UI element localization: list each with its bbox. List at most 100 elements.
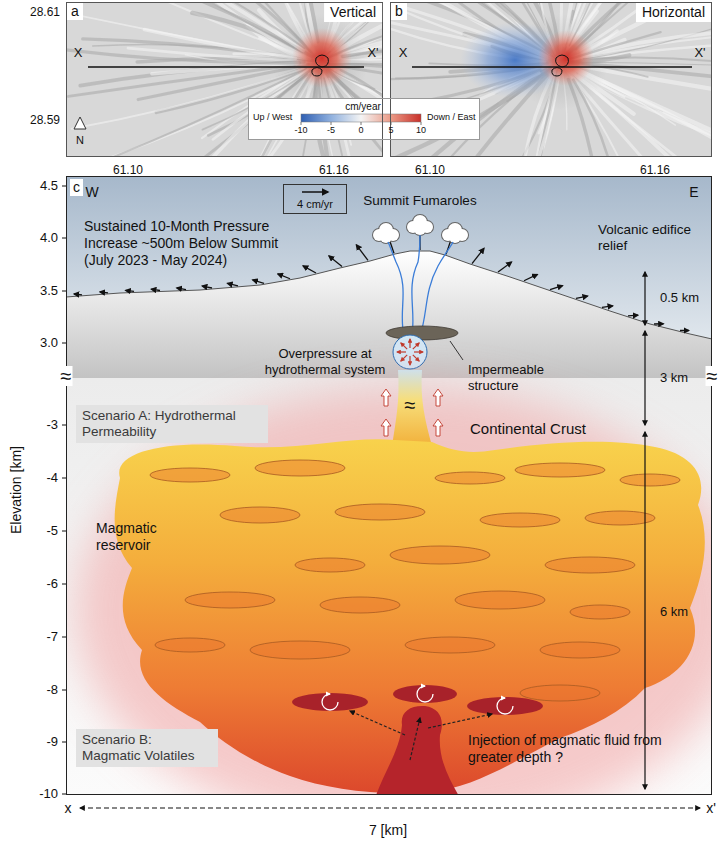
- ridge: [80, 62, 304, 85]
- axis-tick-label: -7: [46, 629, 58, 645]
- colorbar-tick: [331, 122, 332, 125]
- axis-tick-label: -8: [46, 682, 58, 698]
- pressure-arrow: [413, 355, 419, 361]
- convection-arrow: [497, 698, 513, 714]
- summit-shade: [272, 14, 368, 110]
- latitude-tick: 28.59: [30, 113, 60, 127]
- scale-label: 4 cm/yr: [287, 198, 343, 211]
- dimension-label: 6 km: [660, 604, 688, 620]
- impermeable-structure: [386, 326, 458, 340]
- melt-lens: [520, 685, 600, 701]
- melt-lens: [480, 513, 560, 527]
- section-length: 7 [km]: [369, 822, 407, 839]
- uplift-signal: [292, 28, 352, 88]
- profile-end: X': [367, 45, 378, 61]
- annotation: Injection of magmatic fluid from greater…: [468, 732, 704, 766]
- axis-break: ≈: [60, 366, 73, 386]
- colorbar-label: 5: [388, 125, 393, 136]
- melt-lens: [320, 597, 400, 613]
- melt-lens: [455, 591, 545, 609]
- cloud-fill: [449, 231, 461, 243]
- deformation-arrow: [602, 306, 613, 307]
- colorbar-label: Down / East: [427, 112, 476, 123]
- fluid-path: [412, 235, 420, 336]
- deformation-arrow: [680, 330, 689, 331]
- melt-lens: [255, 460, 345, 476]
- convection-arrow: [417, 686, 433, 702]
- cross-section: [66, 176, 712, 795]
- overpressure-sphere: [393, 335, 427, 369]
- melt-lens: [390, 546, 490, 564]
- cross-section-panel: c4 cm/yrScenario A: Hydrothermal Permeab…: [66, 176, 712, 795]
- conduit: [392, 370, 432, 446]
- injection-arrow: [428, 714, 492, 728]
- cloud-outline: [380, 231, 392, 243]
- longitude-tick: 61.16: [319, 163, 349, 177]
- deformation-arrow: [151, 289, 160, 290]
- injection-arrow: [410, 718, 420, 760]
- annotation: Volcanic edifice relief: [598, 222, 694, 254]
- map-panel: aVertical: [66, 2, 383, 157]
- melt-lens: [335, 504, 425, 520]
- axis-tick-label: -9: [46, 734, 58, 750]
- map-vertical: [66, 2, 383, 157]
- pressure-arrow: [409, 339, 410, 348]
- reservoir-glow: [75, 387, 712, 795]
- colorbar-label: Up / West: [253, 112, 292, 123]
- deformation-arrow: [329, 256, 342, 267]
- melt-lens: [620, 474, 680, 486]
- injection-arrow: [350, 711, 405, 735]
- longitude-tick: 61.10: [415, 163, 445, 177]
- axis-tick-label: -6: [46, 576, 58, 592]
- convection-arrow: [322, 694, 338, 710]
- deformation-arrow: [628, 315, 638, 317]
- north-arrow: [74, 117, 86, 129]
- pressure-arrow: [397, 351, 406, 352]
- colorbar: [301, 114, 421, 122]
- ascent-arrow: [433, 389, 443, 406]
- scale-box: 4 cm/yr: [283, 184, 347, 214]
- ascent-arrow: [433, 419, 443, 436]
- fumarole-cloud: [442, 223, 468, 243]
- crater-outline: [312, 68, 322, 77]
- fumarole-cloud: [407, 215, 433, 235]
- cloud-fill: [380, 231, 392, 243]
- scenario-text: Scenario A: Hydrothermal Permeability: [82, 408, 262, 440]
- melt-lens: [250, 641, 350, 659]
- melt-lens: [515, 463, 605, 477]
- deformation-arrow: [524, 274, 537, 280]
- pressure-arrow: [409, 356, 410, 365]
- deformation-arrow: [278, 274, 290, 279]
- pressure-arrow: [414, 351, 423, 352]
- axis-tick-label: -3: [46, 417, 58, 433]
- direction-label: W: [85, 184, 98, 201]
- cloud-outline: [414, 223, 426, 235]
- profile-line: [412, 66, 692, 67]
- injected-lens: [467, 697, 543, 715]
- profile-end: X: [74, 45, 83, 61]
- leader-line: [450, 341, 463, 360]
- melt-lens: [295, 558, 365, 572]
- deformation-arrow: [202, 286, 212, 288]
- deformation-arrow: [576, 296, 588, 298]
- axis-title: Elevation [km]: [8, 446, 25, 534]
- deformation-arrow: [654, 323, 663, 325]
- dimension-label: 0.5 km: [660, 290, 699, 306]
- colorbar-label: -10: [294, 125, 307, 136]
- scenario-box: Scenario A: Hydrothermal Permeability: [76, 405, 268, 443]
- melt-lens: [570, 605, 630, 619]
- deformation-arrow: [550, 286, 563, 290]
- fluid-path: [388, 242, 404, 336]
- profile-end: X: [399, 45, 408, 61]
- deformation-arrow: [177, 288, 186, 290]
- annotation: Magmatic reservoir: [96, 520, 176, 554]
- ridge: [66, 46, 300, 63]
- colorbar-label: -5: [327, 125, 335, 136]
- panel-label: a: [67, 3, 83, 20]
- axis-tick-label: 3.5: [40, 283, 58, 299]
- deformation-arrow: [126, 290, 134, 291]
- section-length-arrow: [80, 807, 700, 808]
- deformation-arrow: [227, 283, 238, 286]
- cloud-fill: [414, 223, 426, 235]
